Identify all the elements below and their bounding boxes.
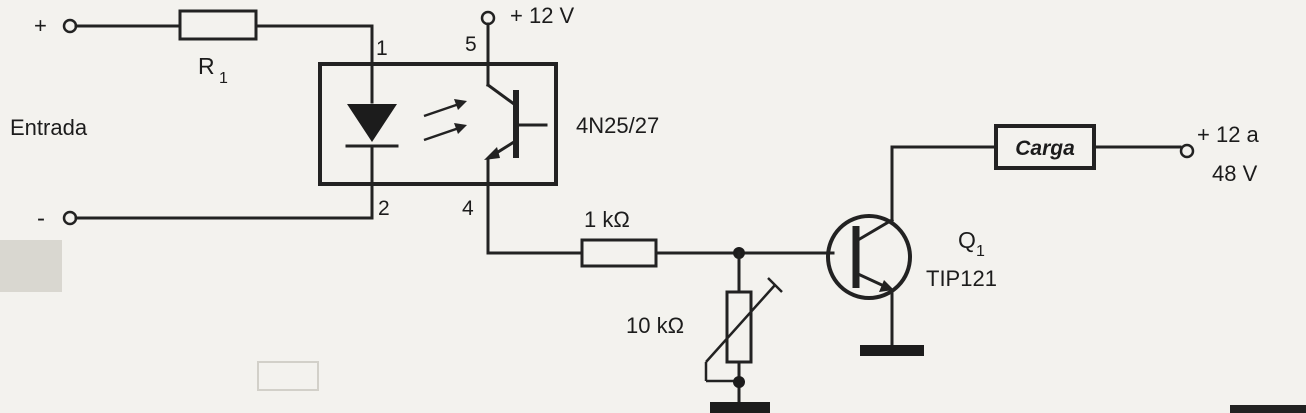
optocoupler-part-label: 4N25/27 [576, 113, 659, 138]
input-minus-sign: - [37, 205, 45, 232]
input-label: Entrada [10, 115, 88, 140]
r1-label: R [198, 53, 215, 79]
light-emission-arrows [423, 99, 467, 142]
led-diode-symbol [345, 104, 399, 148]
phototransistor-symbol [484, 58, 548, 255]
load-supply-line2: 48 V [1212, 161, 1258, 186]
pin-1-label: 1 [376, 37, 388, 60]
pin-2-label: 2 [378, 197, 390, 220]
q1-label-subscript: 1 [976, 243, 985, 260]
resistor-1k [580, 238, 658, 268]
input-plus-sign: + [34, 13, 47, 38]
resistor-r1 [178, 9, 258, 41]
resistor-1k-label: 1 kΩ [584, 207, 630, 232]
pin-4-label: 4 [462, 197, 474, 220]
input-plus-terminal [62, 18, 78, 34]
supply-12v-label: + 12 V [510, 3, 575, 28]
input-minus-terminal [62, 210, 78, 226]
background-bleed-through [0, 240, 1306, 413]
supply-12v-terminal [480, 10, 496, 26]
trimmer-label: 10 kΩ [626, 313, 684, 338]
r1-label-subscript: 1 [219, 70, 228, 87]
load-supply-line1: + 12 a [1197, 122, 1260, 147]
trimmer-junction [733, 376, 745, 388]
ground-symbol-trimmer [710, 402, 770, 413]
q1-part-label: TIP121 [926, 266, 997, 291]
optocoupler-package [318, 62, 558, 186]
input-wires [74, 24, 374, 220]
load-supply-terminal [1179, 143, 1195, 159]
pin-5-label: 5 [465, 33, 477, 56]
q1-label: Q [958, 227, 976, 253]
load-label: Carga [1015, 137, 1075, 160]
transistor-q1 [826, 214, 912, 300]
ground-symbol-emitter [860, 345, 924, 356]
